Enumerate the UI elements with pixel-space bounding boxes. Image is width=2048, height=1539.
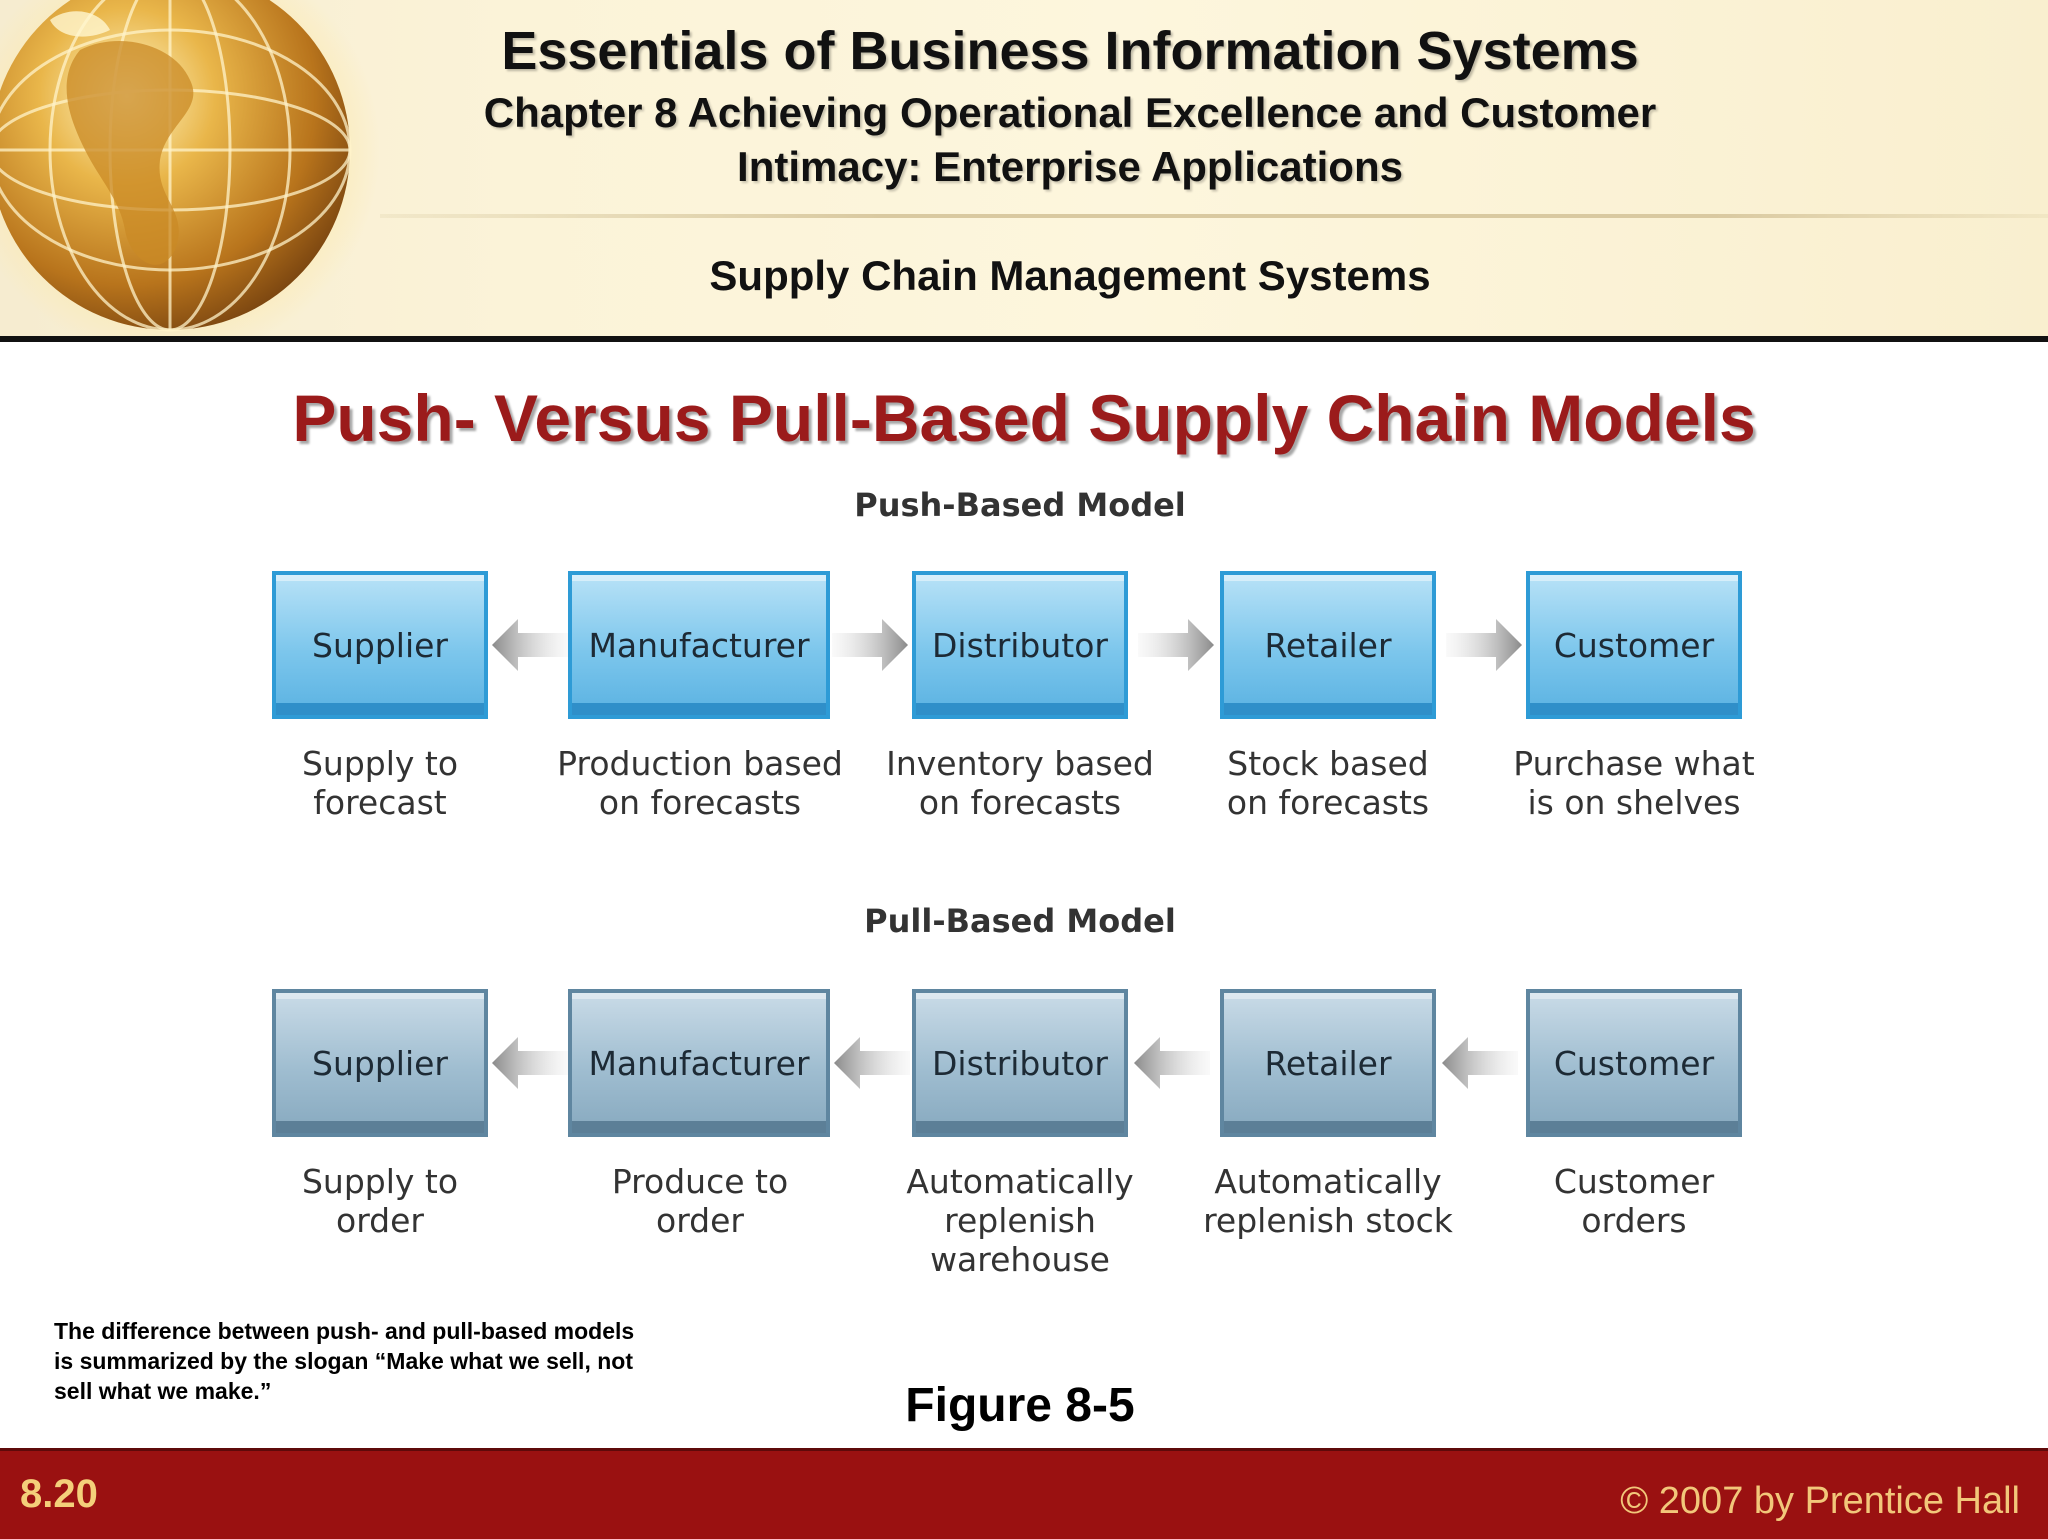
push-arrow-left-icon	[492, 619, 568, 671]
push-model-heading: Push-Based Model	[854, 486, 1186, 524]
slide-title: Push- Versus Pull-Based Supply Chain Mod…	[292, 381, 1756, 455]
pull-customer-desc: Customer orders	[1484, 1162, 1784, 1240]
copyright-text: © 2007 by Prentice Hall	[1620, 1480, 2020, 1522]
header-divider-line	[380, 214, 2048, 218]
slide-number: 8.20	[20, 1472, 98, 1516]
push-manufacturer-desc: Production based on forecasts	[540, 744, 860, 822]
globe-icon	[0, 0, 380, 340]
desc-line: Produce to	[611, 1162, 789, 1201]
push-manufacturer-box: Manufacturer	[568, 571, 830, 719]
pull-customer-label: Customer	[1553, 1043, 1715, 1083]
desc-line: orders	[1581, 1201, 1687, 1240]
desc-line: on forecasts	[918, 783, 1122, 822]
course-title: Essentials of Business Information Syste…	[501, 21, 1639, 81]
desc-line: Customer	[1553, 1162, 1715, 1201]
push-arrow-right-icon	[1138, 619, 1214, 671]
pull-distributor-desc: Automatically replenish warehouse	[870, 1162, 1170, 1279]
push-distributor-label: Distributor	[931, 625, 1108, 665]
desc-line: Stock based	[1227, 744, 1429, 783]
pull-arrow-left-icon	[834, 1037, 910, 1089]
desc-line: replenish stock	[1203, 1201, 1453, 1240]
desc-line: order	[336, 1201, 424, 1240]
figure-label: Figure 8-5	[905, 1379, 1135, 1432]
pull-supplier-desc: Supply to order	[240, 1162, 520, 1240]
push-supplier-label: Supplier	[312, 625, 448, 665]
push-distributor-desc: Inventory based on forecasts	[870, 744, 1170, 822]
chapter-title-line1: Chapter 8 Achieving Operational Excellen…	[483, 89, 1657, 136]
desc-line: Purchase what	[1513, 744, 1755, 783]
pull-retailer-desc: Automatically replenish stock	[1168, 1162, 1488, 1240]
pull-supplier-box: Supplier	[272, 989, 488, 1137]
desc-line: is on shelves	[1527, 783, 1741, 822]
desc-line: Supply to	[301, 744, 459, 783]
header-bottom-rule	[0, 336, 2048, 342]
push-arrow-right-icon	[1446, 619, 1522, 671]
desc-line: Production based	[557, 744, 843, 783]
pull-distributor-label: Distributor	[931, 1043, 1108, 1083]
pull-manufacturer-box: Manufacturer	[568, 989, 830, 1137]
pull-manufacturer-label: Manufacturer	[588, 1043, 810, 1083]
pull-manufacturer-desc: Produce to order	[540, 1162, 860, 1240]
pull-supplier-label: Supplier	[312, 1043, 448, 1083]
desc-line: Supply to	[301, 1162, 459, 1201]
push-retailer-box: Retailer	[1220, 571, 1436, 719]
desc-line: Automatically	[906, 1162, 1134, 1201]
push-arrow-right-icon	[832, 619, 908, 671]
pull-model-heading: Pull-Based Model	[864, 902, 1176, 940]
pull-retailer-box: Retailer	[1220, 989, 1436, 1137]
desc-line: warehouse	[930, 1240, 1110, 1279]
push-customer-label: Customer	[1553, 625, 1715, 665]
desc-line: replenish	[944, 1201, 1096, 1240]
push-retailer-desc: Stock based on forecasts	[1178, 744, 1478, 822]
push-customer-box: Customer	[1526, 571, 1742, 719]
pull-arrow-left-icon	[1442, 1037, 1518, 1089]
pull-customer-box: Customer	[1526, 989, 1742, 1137]
pull-arrow-left-icon	[492, 1037, 568, 1089]
slide-header: Essentials of Business Information Syste…	[0, 0, 2048, 340]
push-supplier-box: Supplier	[272, 571, 488, 719]
desc-line: on forecasts	[1226, 783, 1430, 822]
pull-retailer-label: Retailer	[1264, 1043, 1392, 1083]
push-distributor-box: Distributor	[912, 571, 1128, 719]
section-title: Supply Chain Management Systems	[709, 252, 1431, 299]
push-manufacturer-label: Manufacturer	[588, 625, 810, 665]
push-supplier-desc: Supply to forecast	[240, 744, 520, 822]
chapter-title: Chapter 8 Achieving Operational Excellen…	[380, 86, 1760, 194]
slogan-note: The difference between push- and pull-ba…	[54, 1318, 635, 1404]
push-customer-desc: Purchase what is on shelves	[1484, 744, 1784, 822]
desc-line: on forecasts	[598, 783, 802, 822]
push-retailer-label: Retailer	[1264, 625, 1392, 665]
desc-line: Automatically	[1214, 1162, 1442, 1201]
desc-line: Inventory based	[886, 744, 1154, 783]
chapter-title-line2: Intimacy: Enterprise Applications	[737, 143, 1403, 190]
pull-arrow-left-icon	[1134, 1037, 1210, 1089]
footer-bar	[0, 1448, 2048, 1539]
pull-distributor-box: Distributor	[912, 989, 1128, 1137]
desc-line: forecast	[313, 783, 447, 822]
desc-line: order	[656, 1201, 744, 1240]
